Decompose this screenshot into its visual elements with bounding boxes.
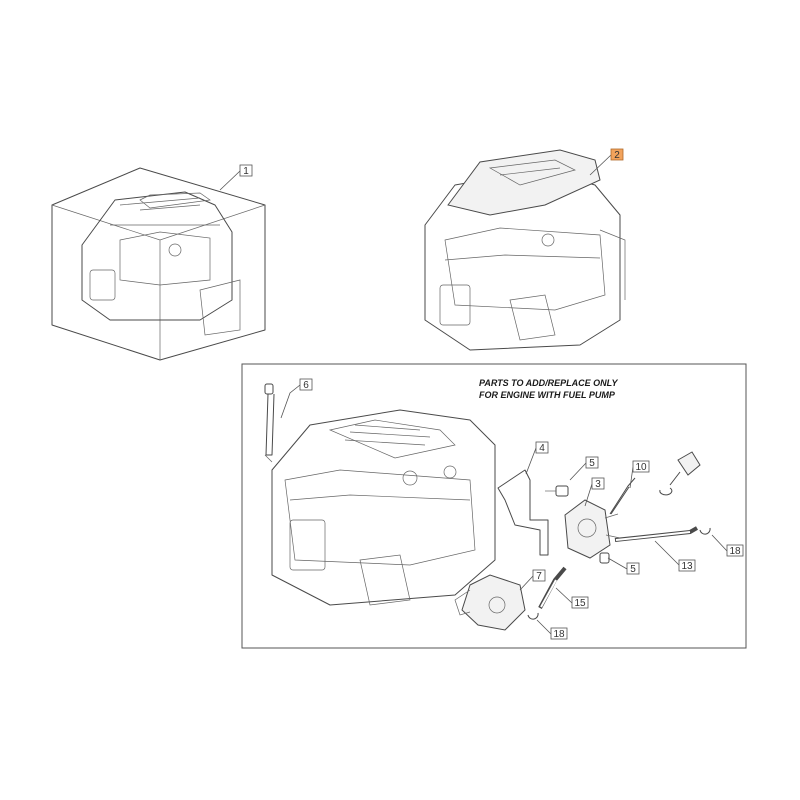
svg-text:10: 10 xyxy=(635,462,647,473)
bracket-part[interactable] xyxy=(497,469,549,556)
svg-text:3: 3 xyxy=(595,479,601,490)
engine-assembly-1[interactable] xyxy=(51,167,266,361)
fuel-filter-part[interactable] xyxy=(669,451,701,486)
svg-text:5: 5 xyxy=(630,564,636,575)
svg-text:18: 18 xyxy=(729,546,741,557)
callout-6[interactable]: 6 xyxy=(299,378,313,391)
svg-text:4: 4 xyxy=(539,443,545,454)
hose-clamp[interactable] xyxy=(659,487,673,496)
carburetor-part[interactable] xyxy=(454,574,526,631)
callout-1[interactable]: 1 xyxy=(239,164,253,177)
svg-text:5: 5 xyxy=(589,458,595,469)
engine-assembly-3[interactable] xyxy=(271,409,496,606)
callout-2[interactable]: 2 xyxy=(610,148,624,161)
svg-text:18: 18 xyxy=(553,629,565,640)
dipstick-part[interactable] xyxy=(264,383,275,463)
svg-text:6: 6 xyxy=(303,380,309,391)
svg-text:7: 7 xyxy=(536,571,542,582)
callout-7[interactable]: 7 xyxy=(532,569,546,582)
svg-text:2: 2 xyxy=(614,150,620,161)
callout-3[interactable]: 3 xyxy=(591,477,605,490)
clamp-part-18-upper[interactable] xyxy=(699,527,711,535)
note-line-1: PARTS TO ADD/REPLACE ONLY xyxy=(479,378,619,388)
leader-lines xyxy=(219,154,728,635)
callout-5-lower[interactable]: 5 xyxy=(626,562,640,575)
hose-part-10[interactable] xyxy=(609,477,636,515)
clamp-part-18-lower[interactable] xyxy=(527,612,539,620)
callout-5-upper[interactable]: 5 xyxy=(585,456,599,469)
callout-18-lower[interactable]: 18 xyxy=(550,627,568,640)
screw-part-upper[interactable] xyxy=(545,485,569,497)
screw-part-lower[interactable] xyxy=(599,552,610,564)
fuel-pump-part[interactable] xyxy=(564,499,621,559)
fuel-pump-detail-frame xyxy=(241,363,747,649)
callout-10[interactable]: 10 xyxy=(632,460,650,473)
callout-13[interactable]: 13 xyxy=(678,559,696,572)
engine-assembly-2[interactable] xyxy=(424,149,626,351)
note-line-2: FOR ENGINE WITH FUEL PUMP xyxy=(479,390,616,400)
callout-15[interactable]: 15 xyxy=(571,596,589,609)
callout-18-upper[interactable]: 18 xyxy=(726,544,744,557)
svg-text:1: 1 xyxy=(243,166,249,177)
callout-4[interactable]: 4 xyxy=(535,441,549,454)
svg-text:15: 15 xyxy=(574,598,586,609)
svg-text:13: 13 xyxy=(681,561,693,572)
